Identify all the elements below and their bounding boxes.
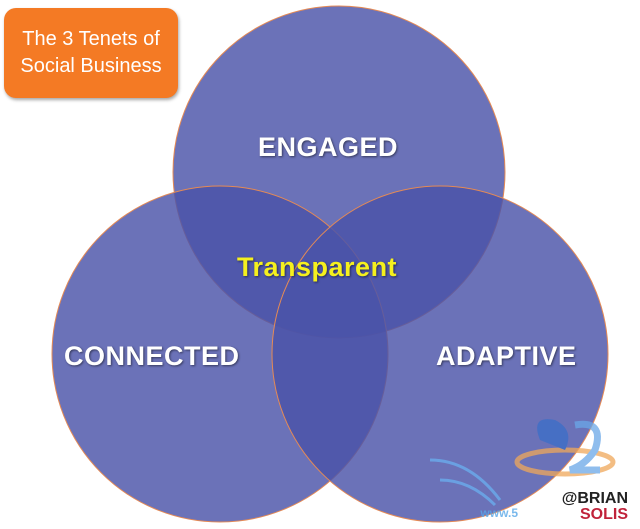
engaged-label: ENGAGED [258,132,399,162]
title-badge: The 3 Tenets of Social Business [4,8,178,98]
watermark-brand-1: @BRIAN [561,490,628,507]
watermark-site: www.5 [480,506,518,520]
transparent-label: Transparent [237,252,398,282]
watermark-brand-2: SOLIS [579,506,628,523]
watermark: @BRIAN SOLIS www.5 [480,490,628,523]
connected-label: CONNECTED [64,341,240,371]
adaptive-circle [271,185,609,523]
adaptive-label: ADAPTIVE [436,341,577,371]
watermark-logo-icon [429,419,616,507]
title-line-1: The 3 Tenets of [22,28,160,50]
title-line-2: Social Business [20,55,162,77]
